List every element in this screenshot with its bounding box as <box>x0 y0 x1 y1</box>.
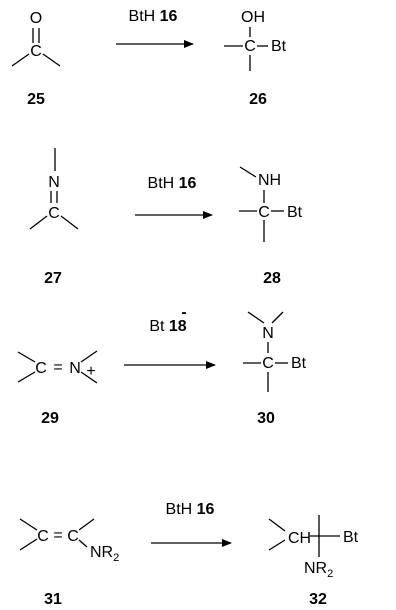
reagent-number: 16 <box>160 8 178 25</box>
reagent-label: BtH 16 <box>129 8 178 25</box>
svg-text:BtH 16: BtH 16 <box>166 501 215 518</box>
atom-c: C <box>48 205 60 222</box>
atom-c: C <box>258 204 270 221</box>
compound-number: 28 <box>263 270 281 287</box>
nr-text: NR <box>304 560 327 577</box>
reaction-1: O C 25 BtH 16 OH C Bt 26 <box>11 8 287 108</box>
atom-bt: Bt <box>343 529 359 546</box>
reaction-3: C = N + 29 Bt 18 - N C Bt 30 <box>17 304 307 427</box>
compound-28: NH C Bt 28 <box>239 166 303 287</box>
positive-charge: + <box>86 363 95 380</box>
compound-25: O C 25 <box>11 10 61 108</box>
single-bond <box>80 350 98 363</box>
double-bond-sign: = <box>53 527 62 544</box>
reagent-text: BtH <box>129 8 160 25</box>
compound-number: 27 <box>44 270 62 287</box>
single-bond <box>17 351 36 363</box>
double-bond-sign: = <box>53 359 62 376</box>
atom-bt: Bt <box>271 38 287 55</box>
compound-27: N C 27 <box>29 148 79 287</box>
single-bond <box>239 166 257 178</box>
compound-number: 26 <box>249 91 267 108</box>
substituent-nr2: NR2 <box>90 544 119 564</box>
single-bond <box>78 518 95 531</box>
compound-number: 32 <box>309 591 327 608</box>
reagent-text: BtH <box>166 501 197 518</box>
atom-bt: Bt <box>287 204 303 221</box>
single-bond <box>80 371 98 384</box>
reagent-label: BtH 16 <box>148 175 197 192</box>
atom-c: C <box>35 360 47 377</box>
atom-c: C <box>67 528 79 545</box>
compound-number: 31 <box>44 591 62 608</box>
compound-number: 29 <box>41 410 59 427</box>
compound-number: 25 <box>27 91 45 108</box>
atom-bt: Bt <box>291 355 307 372</box>
atom-c: C <box>244 38 256 55</box>
compound-32: CH Bt NR2 32 <box>268 515 359 608</box>
nr-text: NR <box>90 544 113 561</box>
reagent-text: Bt <box>149 318 169 335</box>
single-bond <box>60 215 79 230</box>
atom-oh: OH <box>241 9 265 26</box>
single-bond <box>78 539 88 548</box>
reaction-4: C = C NR2 31 BtH 16 CH Bt NR2 32 <box>19 501 359 608</box>
single-bond <box>268 539 286 551</box>
reagent-number: 16 <box>179 175 197 192</box>
single-bond <box>271 311 284 324</box>
atom-o: O <box>30 10 42 27</box>
single-bond <box>42 53 61 67</box>
atom-ch: CH <box>288 530 311 547</box>
reagent-number: 18 <box>169 318 187 335</box>
compound-26: OH C Bt 26 <box>224 9 287 108</box>
atom-n: N <box>262 325 274 342</box>
atom-c: C <box>262 355 274 372</box>
reagent-text: BtH <box>148 175 179 192</box>
reagent-label: Bt 18 - <box>149 304 186 335</box>
subscript: 2 <box>327 568 333 580</box>
compound-number: 30 <box>257 410 275 427</box>
single-bond <box>11 53 30 67</box>
reagent-number: 16 <box>197 501 215 518</box>
single-bond <box>247 311 265 324</box>
atom-c: C <box>37 528 49 545</box>
svg-text:BtH 16: BtH 16 <box>148 175 197 192</box>
atom-c: C <box>30 43 42 60</box>
single-bond <box>19 518 38 531</box>
svg-text:Bt 18: Bt 18 <box>149 318 186 335</box>
subscript: 2 <box>113 552 119 564</box>
reagent-label: BtH 16 <box>166 501 215 518</box>
single-bond <box>29 215 48 230</box>
compound-30: N C Bt 30 <box>243 311 307 427</box>
svg-text:BtH 16: BtH 16 <box>129 8 178 25</box>
reaction-2: N C 27 BtH 16 NH C Bt 28 <box>29 148 303 287</box>
atom-n: N <box>69 360 81 377</box>
substituent-nr2: NR2 <box>304 560 333 580</box>
atom-n: N <box>48 174 60 191</box>
compound-29: C = N + 29 <box>17 350 98 427</box>
single-bond <box>268 518 286 532</box>
compound-31: C = C NR2 31 <box>19 518 119 608</box>
negative-charge: - <box>181 304 186 321</box>
single-bond <box>17 371 36 383</box>
atom-nh: NH <box>258 172 281 189</box>
single-bond <box>19 538 38 551</box>
